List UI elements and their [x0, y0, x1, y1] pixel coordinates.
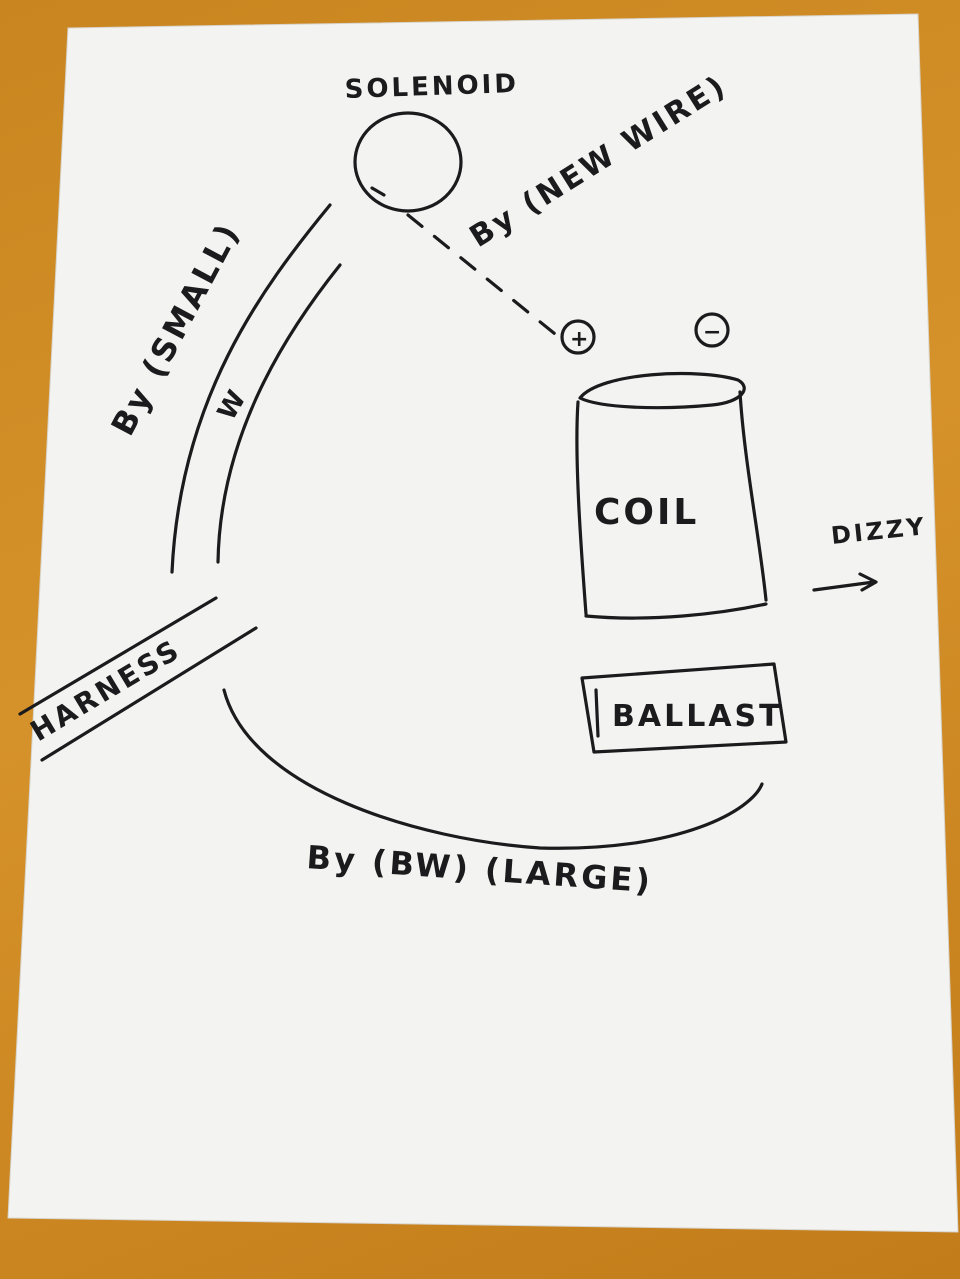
ballast-inner-line [594, 688, 600, 738]
dizzy-arrow [812, 572, 878, 592]
coil-top [578, 371, 746, 410]
harness-line-bottom [40, 626, 258, 762]
solenoid-label: SOLENOID [344, 69, 519, 105]
ballast-box [580, 662, 788, 754]
minus-sign: − [703, 320, 724, 345]
minus-terminal [694, 312, 730, 348]
plus-sign: + [570, 327, 591, 352]
coil-label: COIL [594, 492, 699, 533]
small-wire-outer [170, 203, 332, 574]
coil-left-side [575, 400, 588, 616]
coil-bottom [584, 602, 768, 620]
harness-line-top [18, 596, 218, 716]
ballast-label: BALLAST [612, 699, 783, 734]
new-wire-dashed-line [406, 213, 562, 340]
large-wire-arc [222, 688, 764, 850]
paper [7, 13, 959, 1233]
coil-right-side [738, 390, 768, 602]
plus-terminal [560, 319, 596, 355]
small-wire-inner [216, 263, 342, 564]
solenoid-tick [370, 186, 386, 197]
solenoid-circle [353, 111, 463, 213]
